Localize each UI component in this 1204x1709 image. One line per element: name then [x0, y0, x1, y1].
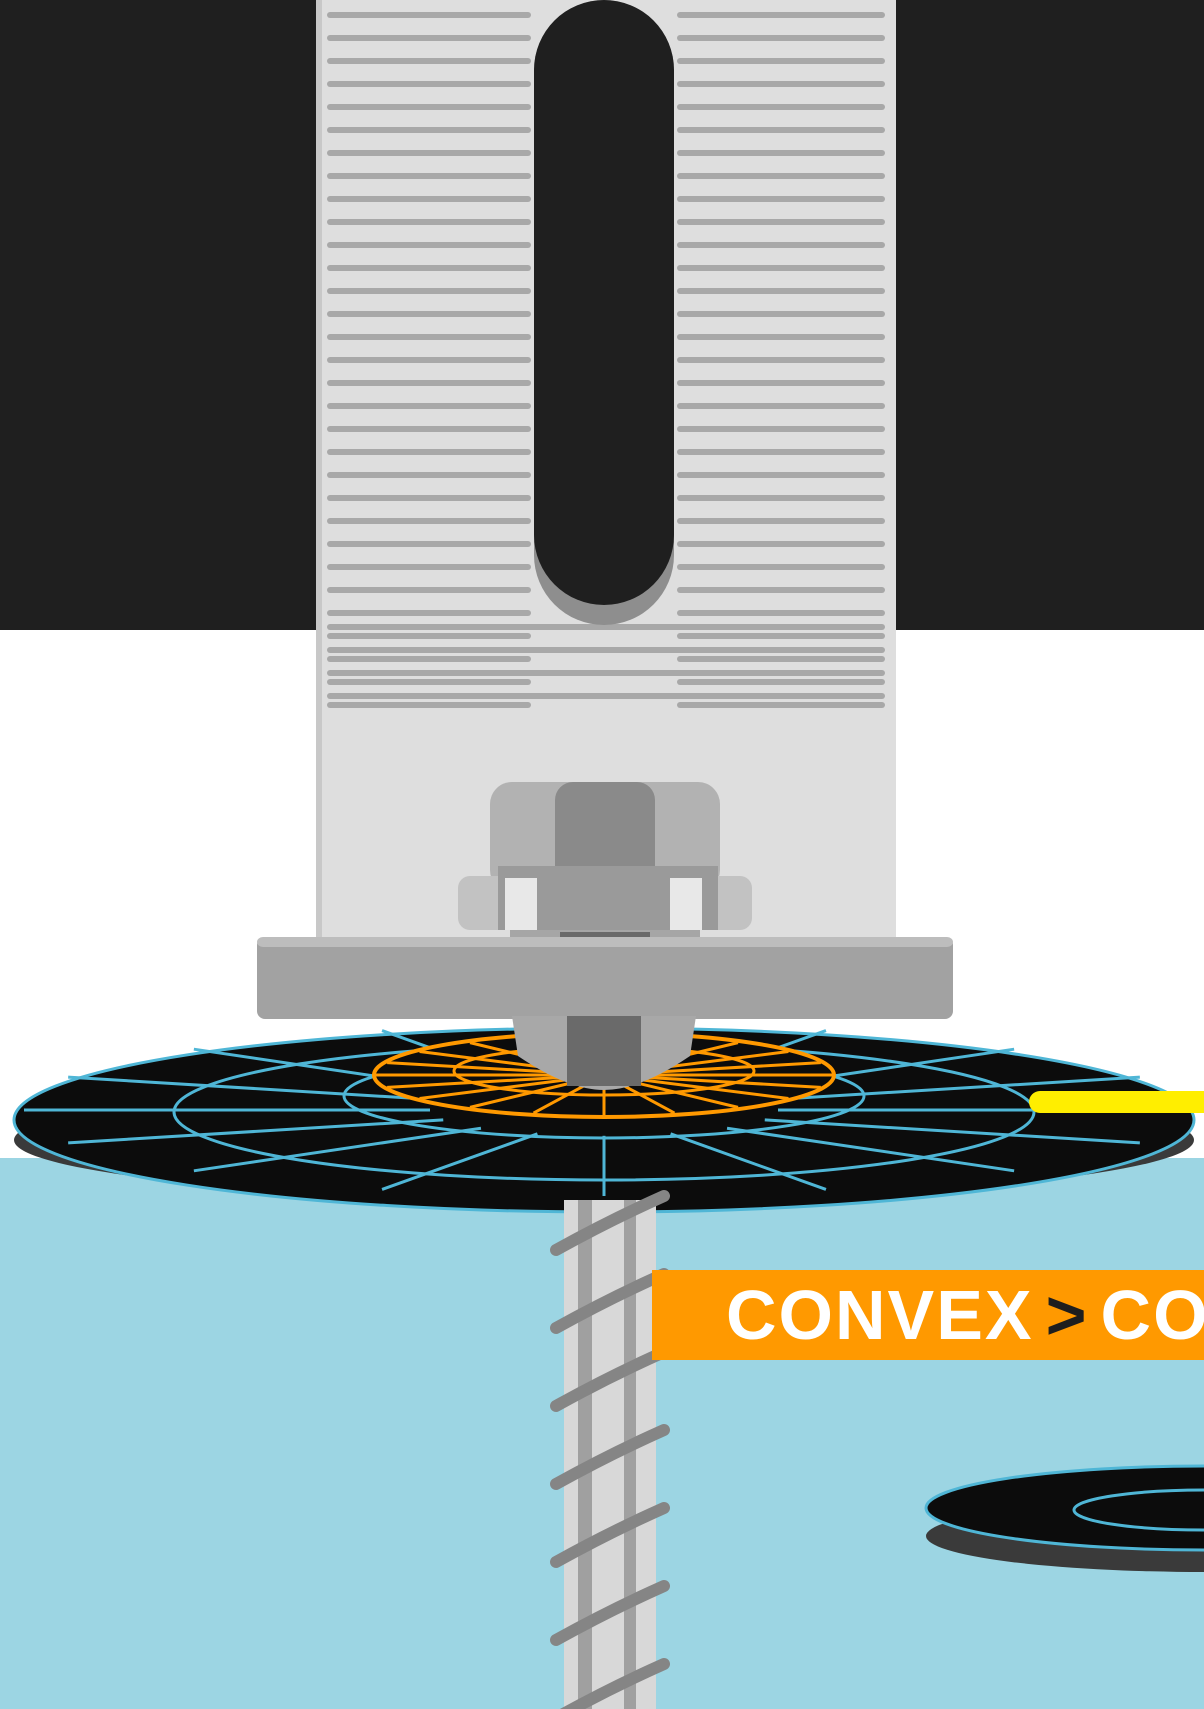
screw-icon	[550, 1190, 670, 1709]
banner-left-text: CONVEX	[726, 1276, 1034, 1354]
l-bracket-icon	[316, 0, 896, 945]
banner-right-text: CO	[1100, 1276, 1204, 1354]
banner-bar	[652, 1270, 1204, 1360]
convex-banner: CONVEX > CO	[652, 1270, 1204, 1360]
banner-separator: >	[1045, 1276, 1089, 1354]
bracket-foot	[257, 937, 953, 1019]
hex-nut-icon	[458, 782, 752, 956]
small-disc-icon	[924, 1464, 1204, 1572]
